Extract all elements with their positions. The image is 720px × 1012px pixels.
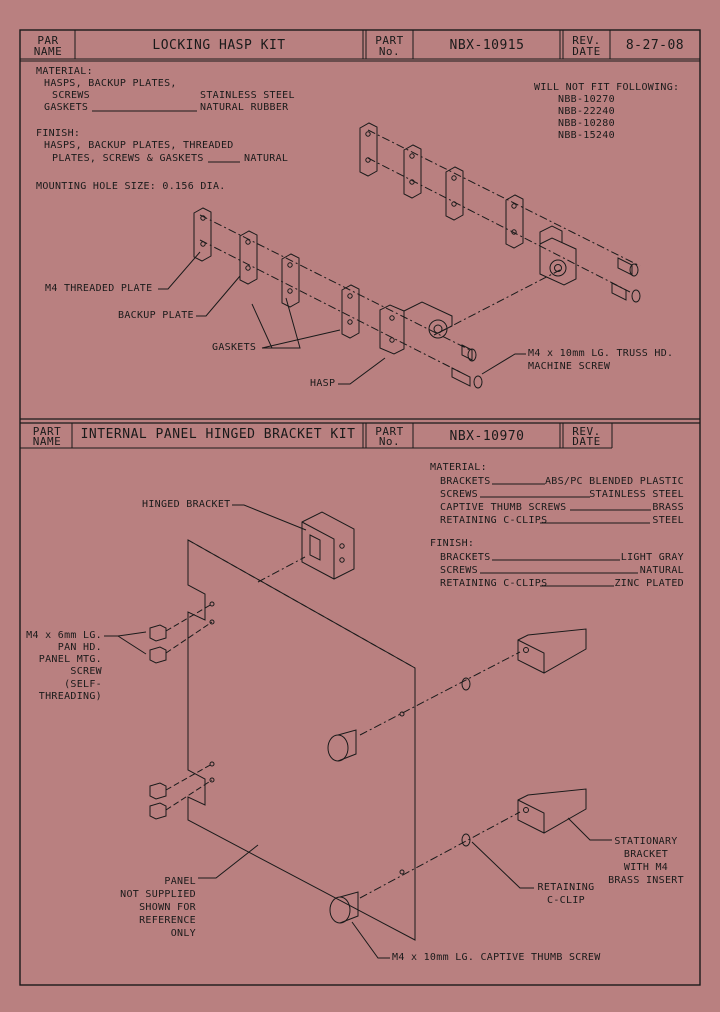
material-value: STAINLESS STEEL xyxy=(200,90,295,101)
callout-panel: REFERENCE xyxy=(139,915,196,926)
material-line: GASKETS xyxy=(44,102,89,113)
outer-frame xyxy=(19,29,701,986)
date-label: DATE xyxy=(572,435,601,448)
callout-panel-screw: M4 x 6mm LG. xyxy=(26,630,102,641)
material-value: STEEL xyxy=(652,515,684,526)
part-number: NBX-10915 xyxy=(449,38,525,53)
callout-stationary-bracket: WITH M4 xyxy=(623,862,669,873)
finish-item: SCREWS xyxy=(440,565,478,576)
material-line: SCREWS xyxy=(52,90,90,101)
finish-value: ZINC PLATED xyxy=(614,578,684,589)
hasp-assembly xyxy=(158,122,641,389)
top-title-block xyxy=(20,30,700,62)
finish-item: BRACKETS xyxy=(440,552,491,563)
callout-panel-screw: PANEL MTG. xyxy=(38,654,102,665)
callout-screw: MACHINE SCREW xyxy=(528,361,611,372)
finish-value: LIGHT GRAY xyxy=(620,552,684,563)
callout-gaskets: GASKETS xyxy=(212,342,257,353)
callout-hinged-bracket: HINGED BRACKET xyxy=(142,499,231,510)
page-title: INTERNAL PANEL HINGED BRACKET KIT xyxy=(80,427,356,442)
material-value: STAINLESS STEEL xyxy=(589,489,684,500)
material-item: SCREWS xyxy=(440,489,478,500)
material-item: CAPTIVE THUMB SCREWS xyxy=(440,502,567,513)
no-label: No. xyxy=(378,435,401,448)
rev-label: REV. xyxy=(572,425,601,438)
mounting-note: MOUNTING HOLE SIZE: 0.156 DIA. xyxy=(36,181,226,192)
callout-panel: PANEL xyxy=(164,876,196,887)
panel-assembly xyxy=(104,504,612,959)
finish-heading: FINISH: xyxy=(36,128,81,139)
name-label: NAME xyxy=(33,45,63,58)
part-label: PART xyxy=(375,425,404,438)
callout-panel-screw: SCREW xyxy=(70,666,102,677)
finish-value: NATURAL xyxy=(244,153,289,164)
material-heading: MATERIAL: xyxy=(430,462,487,473)
finish-line: PLATES, SCREWS & GASKETS xyxy=(52,153,204,164)
part-number: NBX-10970 xyxy=(449,429,525,444)
callout-panel-screw: PAN HD. xyxy=(57,642,102,653)
fits-item: NBB-10280 xyxy=(558,118,615,129)
callout-stationary-bracket: STATIONARY xyxy=(614,836,678,847)
material-line: HASPS, BACKUP PLATES, xyxy=(44,78,177,89)
callout-stationary-bracket: BRACKET xyxy=(623,849,669,860)
name-label: NAME xyxy=(32,435,62,448)
fits-item: NBB-22240 xyxy=(558,106,615,117)
rev-date: 8-27-08 xyxy=(625,38,685,53)
part-label: PART xyxy=(375,34,404,47)
callout-hasp: HASP xyxy=(310,378,336,389)
material-value: BRASS xyxy=(652,502,684,513)
callout-panel-screw: THREADING) xyxy=(38,691,102,702)
callout-stationary-bracket: BRASS INSERT xyxy=(608,875,684,886)
page-title: LOCKING HASP KIT xyxy=(152,38,286,53)
callout-thumb-screw: M4 x 10mm LG. CAPTIVE THUMB SCREW xyxy=(392,952,601,963)
finish-line: HASPS, BACKUP PLATES, THREADED xyxy=(44,140,234,151)
bottom-title-block xyxy=(20,423,613,449)
fits-item: NBB-15240 xyxy=(558,130,615,141)
material-value: NATURAL RUBBER xyxy=(200,102,289,113)
callout-panel: SHOWN FOR xyxy=(139,902,196,913)
par-label: PAR xyxy=(37,34,59,47)
fits-heading: WILL NOT FIT FOLLOWING: xyxy=(534,82,680,93)
callout-threaded-plate: M4 THREADED PLATE xyxy=(45,283,153,294)
callout-panel: ONLY xyxy=(170,928,196,939)
spec-leaders xyxy=(480,483,651,587)
finish-item: RETAINING C-CLIPS xyxy=(440,578,548,589)
material-heading: MATERIAL: xyxy=(36,66,93,77)
material-item: RETAINING C-CLIPS xyxy=(440,515,548,526)
callout-panel-screw: (SELF- xyxy=(64,679,102,690)
finish-heading: FINISH: xyxy=(430,538,475,549)
callout-retaining-clip: RETAINING xyxy=(537,882,595,893)
callout-retaining-clip: C-CLIP xyxy=(547,895,585,906)
callout-screw: M4 x 10mm LG. TRUSS HD. xyxy=(528,348,674,359)
part-label: PART xyxy=(32,425,62,438)
rev-label: REV. xyxy=(572,34,601,47)
no-label: No. xyxy=(378,45,401,58)
date-label: DATE xyxy=(572,45,601,58)
callout-backup-plate: BACKUP PLATE xyxy=(118,310,194,321)
material-value: ABS/PC BLENDED PLASTIC xyxy=(544,476,684,487)
callout-panel: NOT SUPPLIED xyxy=(120,889,196,900)
fits-item: NBB-10270 xyxy=(558,94,615,105)
material-item: BRACKETS xyxy=(440,476,491,487)
finish-value: NATURAL xyxy=(639,565,684,576)
